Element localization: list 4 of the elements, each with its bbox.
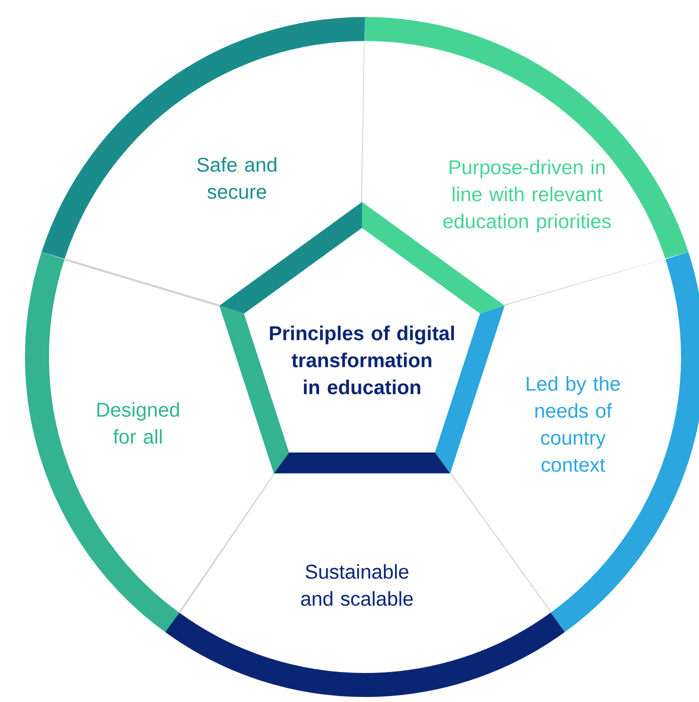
node-label: Sustainable and scalable — [301, 564, 413, 606]
node-label: Safe and secure — [197, 157, 276, 199]
center-pentagon: Principles of digital transformation in education — [244, 228, 480, 452]
node-label: Designed for all — [97, 402, 179, 444]
